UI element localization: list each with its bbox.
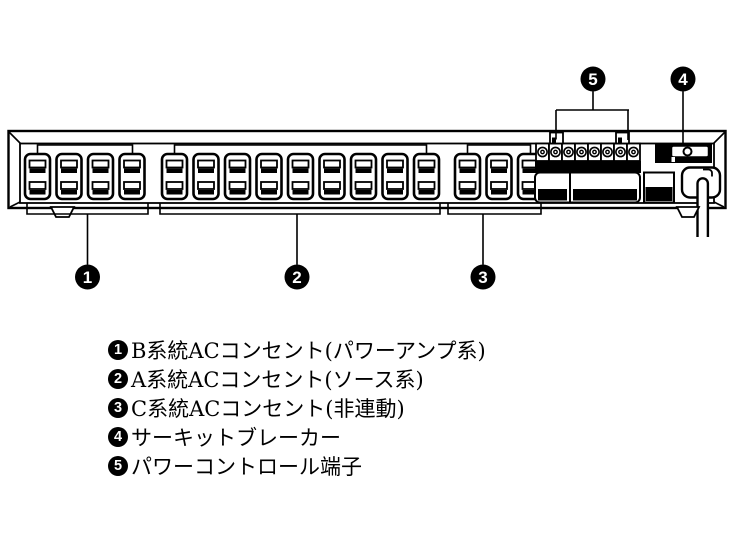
callout-4: 4 [670, 66, 696, 92]
ac-outlet [318, 152, 346, 201]
terminal-screw [548, 142, 563, 162]
legend-item-5: 5 パワーコントロール端子 [108, 451, 486, 480]
ac-outlet [485, 152, 513, 201]
group-bracket-bottom-1 [26, 203, 149, 265]
ac-outlet [255, 152, 283, 201]
group-bracket-top-2 [173, 144, 428, 155]
ac-outlet [86, 152, 115, 201]
terminal-screw [613, 142, 628, 162]
terminal-screw [626, 142, 641, 162]
ac-outlet [160, 152, 189, 201]
outlet-group-3 [453, 152, 545, 201]
ac-outlet [412, 152, 441, 201]
legend-3-label: C系統ACコンセント(非連動) [131, 396, 405, 421]
callout-2-number: 2 [292, 268, 301, 287]
callout-5: 5 [580, 66, 606, 92]
group-bracket-bottom-2 [159, 203, 441, 265]
chassis-foot-left [49, 206, 76, 218]
legend-item-4: 4 サーキットブレーカー [108, 422, 486, 451]
legend-item-2: 2 A系統ACコンセント(ソース系) [108, 364, 486, 393]
ac-outlet [23, 152, 52, 201]
callout-5-number: 5 [588, 70, 597, 89]
outlet-group-1 [23, 152, 146, 201]
legend-5-badge: 5 [108, 455, 128, 476]
callout-5-leader [555, 91, 629, 140]
ac-outlet [55, 152, 83, 201]
outlet-group-2 [160, 152, 441, 201]
legend-4-badge: 4 [108, 426, 128, 447]
ac-outlet [192, 152, 220, 201]
terminal-tab-right [615, 131, 630, 145]
ac-outlet [223, 152, 252, 201]
legend-1-badge: 1 [108, 339, 128, 360]
callout-3: 3 [470, 264, 496, 290]
ac-outlet [381, 152, 409, 201]
power-cord-inlet [680, 166, 722, 237]
perspective-corner-lines [8, 131, 726, 208]
label-plates [534, 171, 675, 204]
ac-outlet [118, 152, 146, 201]
terminal-screw [600, 142, 615, 162]
terminal-screw [574, 142, 589, 162]
terminal-screw [587, 142, 602, 162]
circuit-breaker [655, 143, 712, 163]
legend-item-1: 1 B系統ACコンセント(パワーアンプ系) [108, 335, 486, 364]
terminal-screws [535, 142, 641, 162]
legend-3-badge: 3 [108, 397, 128, 418]
ac-outlet [453, 152, 482, 201]
chassis-foot-right [675, 206, 701, 218]
power-cord [696, 177, 710, 237]
legend-4-label: サーキットブレーカー [131, 425, 341, 450]
terminal-screw [561, 142, 576, 162]
legend-1-label: B系統ACコンセント(パワーアンプ系) [131, 338, 486, 363]
callout-2: 2 [284, 264, 310, 290]
legend-5-label: パワーコントロール端子 [131, 454, 362, 479]
ac-outlet [286, 152, 315, 201]
callout-3-number: 3 [478, 268, 487, 287]
ac-outlet [349, 152, 378, 201]
breaker-reset-button [682, 146, 693, 157]
legend: 1 B系統ACコンセント(パワーアンプ系) 2 A系統ACコンセント(ソース系)… [108, 335, 486, 480]
callout-4-number: 4 [678, 70, 688, 89]
legend-2-label: A系統ACコンセント(ソース系) [131, 367, 424, 392]
legend-item-3: 3 C系統ACコンセント(非連動) [108, 393, 486, 422]
group-bracket-top-1 [36, 144, 134, 155]
callout-1: 1 [75, 264, 100, 290]
callout-1-number: 1 [83, 268, 92, 287]
rear-panel-diagram: 1 2 3 5 4 [7, 66, 727, 290]
legend-2-badge: 2 [108, 368, 128, 389]
group-bracket-bottom-3 [447, 203, 542, 265]
terminal-screw [535, 142, 550, 162]
group-bracket-top-3 [466, 144, 532, 155]
power-control-terminal-block [535, 131, 641, 173]
